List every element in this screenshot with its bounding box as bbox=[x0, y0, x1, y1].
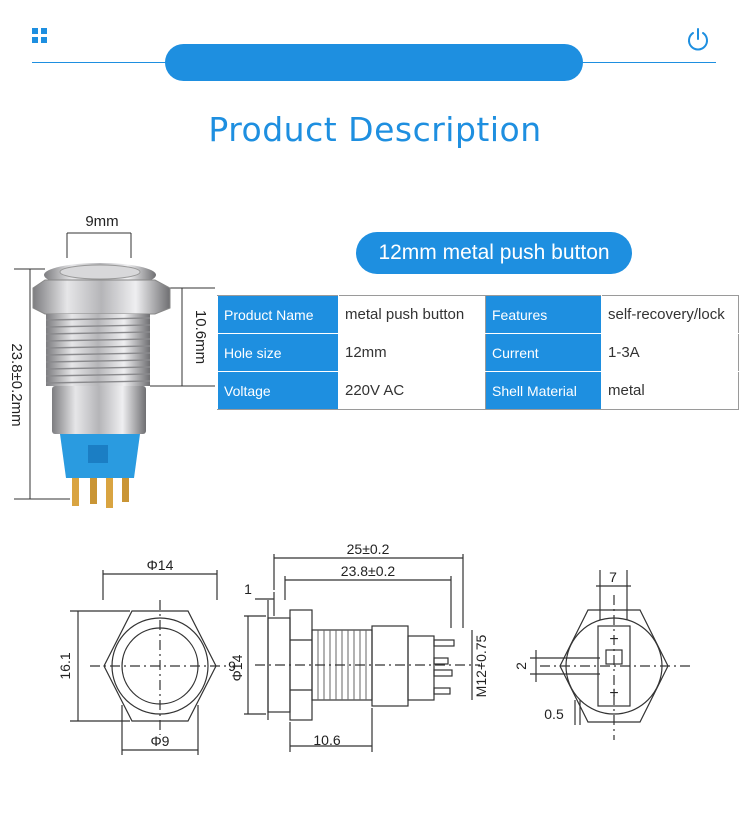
product-subtitle: 12mm metal push button bbox=[356, 232, 632, 274]
plus-symbol: + bbox=[609, 685, 618, 702]
grid-icon bbox=[32, 28, 48, 44]
spec-key: Hole size bbox=[217, 333, 339, 372]
spec-value: 1-3A bbox=[601, 333, 739, 372]
minus-symbol: − bbox=[609, 631, 618, 648]
back-bottom-dim: 0.5 bbox=[544, 706, 564, 722]
photo-height-label: 23.8±0.2mm bbox=[8, 343, 25, 426]
spec-key: Current bbox=[485, 333, 602, 372]
front-left-dim: 16.1 bbox=[57, 652, 73, 679]
photo-width-label: 9mm bbox=[85, 213, 118, 230]
side-body-dim: 23.8±0.2 bbox=[341, 563, 396, 579]
spec-key: Features bbox=[485, 295, 602, 334]
table-row: Hole size 12mm Current 1-3A bbox=[217, 333, 739, 372]
table-row: Product Name metal push button Features … bbox=[217, 295, 739, 334]
page-title: Product Description bbox=[208, 110, 542, 149]
side-thread-length-dim: 10.6 bbox=[313, 732, 340, 748]
front-top-dim: Φ14 bbox=[147, 557, 174, 573]
spec-value: metal bbox=[601, 371, 739, 410]
side-flange-dim: 1 bbox=[244, 581, 252, 597]
spec-value: metal push button bbox=[338, 295, 486, 334]
spec-key: Shell Material bbox=[485, 371, 602, 410]
side-thread-dim: M12+0.75 bbox=[473, 634, 489, 697]
technical-drawing: Φ14 16.1 9 Φ9 25±0.2 23.8±0.2 1 Φ14 M12+… bbox=[57, 541, 690, 755]
spec-key: Product Name bbox=[217, 295, 339, 334]
header-banner bbox=[165, 44, 583, 81]
front-bottom-dim: Φ9 bbox=[151, 733, 170, 749]
spec-value: 12mm bbox=[338, 333, 486, 372]
back-left-dim: 2 bbox=[513, 662, 529, 670]
spec-table: Product Name metal push button Features … bbox=[217, 295, 739, 410]
front-right-dim: 9 bbox=[228, 658, 236, 674]
side-head-dim: Φ14 bbox=[229, 654, 245, 681]
photo-thread-label: 10.6mm bbox=[192, 310, 209, 364]
table-row: Voltage 220V AC Shell Material metal bbox=[217, 371, 739, 410]
spec-key: Voltage bbox=[217, 371, 339, 410]
side-total-dim: 25±0.2 bbox=[347, 541, 390, 557]
spec-value: 220V AC bbox=[338, 371, 486, 410]
spec-value: self-recovery/lock bbox=[601, 295, 739, 334]
product-photo: 9mm 10.6mm 23.8±0.2mm bbox=[8, 213, 215, 508]
back-top-dim: 7 bbox=[609, 569, 617, 585]
power-icon bbox=[688, 28, 708, 51]
